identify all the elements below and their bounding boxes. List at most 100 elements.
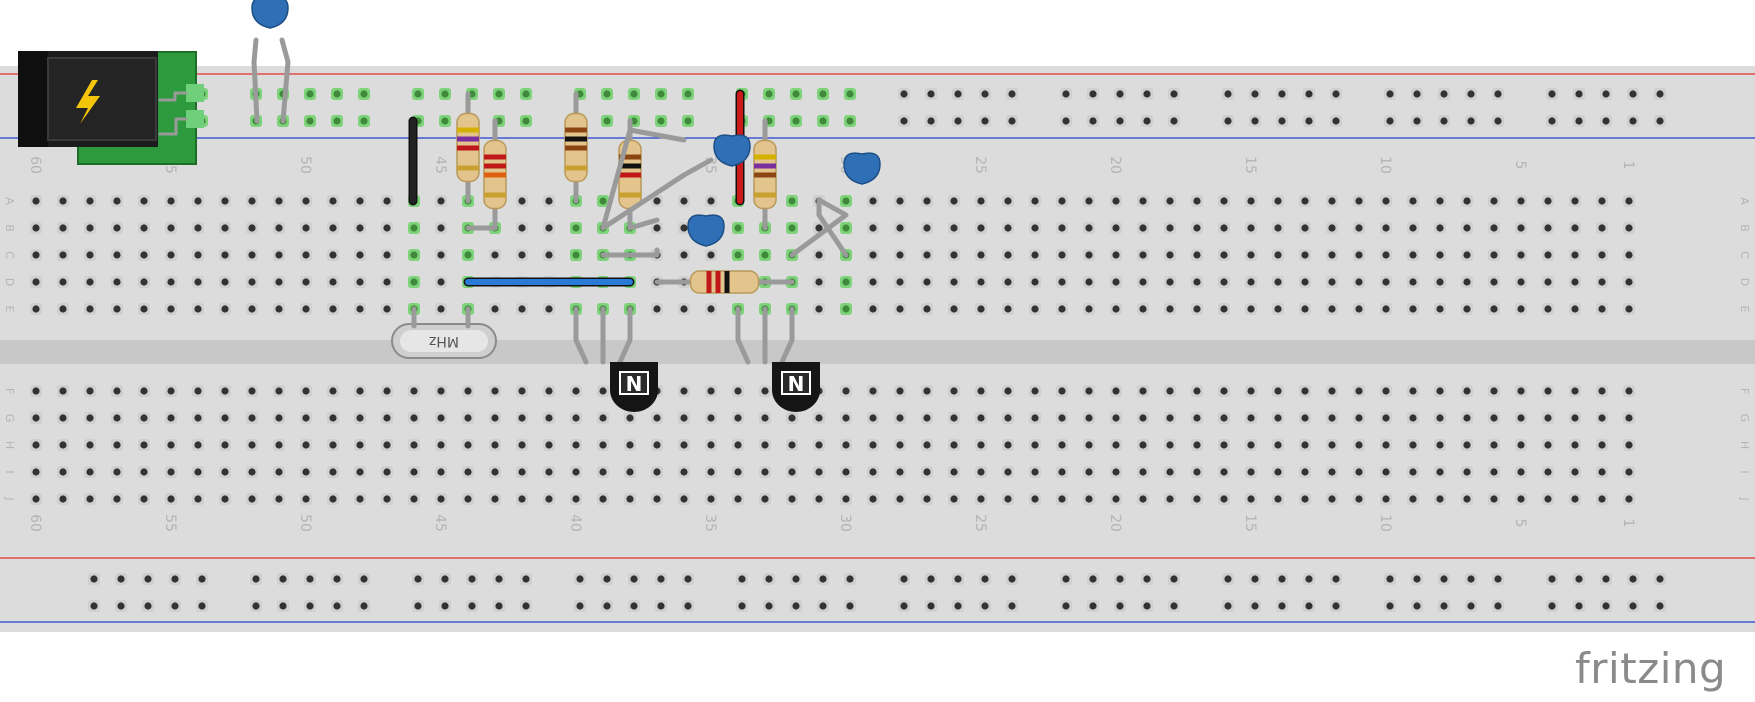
rail-hole	[1548, 90, 1556, 98]
terminal-hole	[59, 414, 67, 422]
terminal-hole	[140, 441, 148, 449]
terminal-hole	[599, 441, 607, 449]
terminal-hole	[275, 441, 283, 449]
terminal-hole	[599, 197, 607, 205]
terminal-hole	[1328, 414, 1336, 422]
terminal-hole	[1139, 468, 1147, 476]
component-lead	[779, 306, 795, 365]
terminal-hole	[140, 197, 148, 205]
rail-hole	[1629, 602, 1637, 610]
terminal-hole	[1139, 278, 1147, 286]
terminal-hole	[113, 305, 121, 313]
terminal-hole	[761, 387, 769, 395]
terminal-hole	[842, 414, 850, 422]
terminal-hole	[761, 251, 769, 259]
resistor-band	[619, 172, 641, 178]
terminal-hole	[545, 305, 553, 313]
terminal-hole	[545, 197, 553, 205]
terminal-hole	[788, 441, 796, 449]
resistor-band	[619, 163, 641, 169]
terminal-hole	[869, 495, 877, 503]
resistor-band	[565, 145, 587, 151]
terminal-hole	[1409, 441, 1417, 449]
terminal-hole	[1544, 414, 1552, 422]
terminal-hole	[1355, 224, 1363, 232]
rail-hole	[1224, 575, 1232, 583]
terminal-hole	[545, 468, 553, 476]
transistor-marking: N	[788, 372, 805, 396]
rail-hole	[1278, 90, 1286, 98]
resistor-band	[484, 154, 506, 160]
rail-hole	[954, 90, 962, 98]
rail-hole	[1467, 90, 1475, 98]
column-number: 45	[432, 514, 448, 532]
terminal-hole	[59, 305, 67, 313]
component-lead	[279, 37, 291, 124]
terminal-hole	[464, 495, 472, 503]
terminal-hole	[1517, 468, 1525, 476]
column-number: 45	[432, 156, 448, 174]
terminal-hole	[59, 468, 67, 476]
rail-hole	[1467, 602, 1475, 610]
terminal-hole	[275, 414, 283, 422]
power-jack-housing	[47, 57, 157, 141]
resistor-band	[754, 163, 776, 169]
rail-hole	[657, 575, 665, 583]
terminal-hole	[572, 441, 580, 449]
rail-hole	[1602, 575, 1610, 583]
terminal-hole	[410, 441, 418, 449]
row-label: G	[3, 414, 16, 423]
terminal-hole	[329, 251, 337, 259]
terminal-hole	[1058, 305, 1066, 313]
terminal-hole	[1436, 495, 1444, 503]
rail-hole	[414, 602, 422, 610]
terminal-hole	[1598, 441, 1606, 449]
rail-hole	[1062, 90, 1070, 98]
terminal-hole	[1004, 197, 1012, 205]
rail-hole	[1170, 90, 1178, 98]
terminal-hole	[1382, 251, 1390, 259]
rail-hole	[495, 575, 503, 583]
rail-hole	[1305, 117, 1313, 125]
terminal-hole	[572, 414, 580, 422]
terminal-hole	[86, 197, 94, 205]
rail-hole	[981, 90, 989, 98]
terminal-hole	[653, 197, 661, 205]
terminal-hole	[275, 305, 283, 313]
terminal-hole	[113, 387, 121, 395]
terminal-hole	[356, 387, 364, 395]
terminal-hole	[59, 441, 67, 449]
crystal-top	[400, 330, 488, 352]
terminal-hole	[1112, 414, 1120, 422]
terminal-hole	[977, 278, 985, 286]
terminal-hole	[572, 468, 580, 476]
column-number: 10	[1377, 514, 1393, 532]
terminal-hole	[1571, 414, 1579, 422]
terminal-hole	[1436, 197, 1444, 205]
terminal-hole	[1247, 441, 1255, 449]
terminal-hole	[1085, 495, 1093, 503]
terminal-hole	[1328, 387, 1336, 395]
terminal-hole	[626, 495, 634, 503]
terminal-hole	[977, 224, 985, 232]
terminal-hole	[59, 251, 67, 259]
rail-hole	[414, 90, 422, 98]
terminal-hole	[1193, 441, 1201, 449]
rail-hole	[1440, 602, 1448, 610]
rail-hole	[1494, 602, 1502, 610]
terminal-hole	[1301, 414, 1309, 422]
terminal-hole	[896, 197, 904, 205]
coupling-capacitor	[713, 134, 751, 167]
terminal-hole	[410, 251, 418, 259]
terminal-hole	[653, 414, 661, 422]
terminal-hole	[1436, 387, 1444, 395]
terminal-hole	[1274, 224, 1282, 232]
rail-hole	[1602, 90, 1610, 98]
rail-hole	[684, 602, 692, 610]
terminal-hole	[1085, 224, 1093, 232]
resistor-band	[484, 163, 506, 169]
terminal-hole	[734, 251, 742, 259]
terminal-hole	[194, 197, 202, 205]
terminal-hole	[1247, 278, 1255, 286]
terminal-hole	[1328, 441, 1336, 449]
